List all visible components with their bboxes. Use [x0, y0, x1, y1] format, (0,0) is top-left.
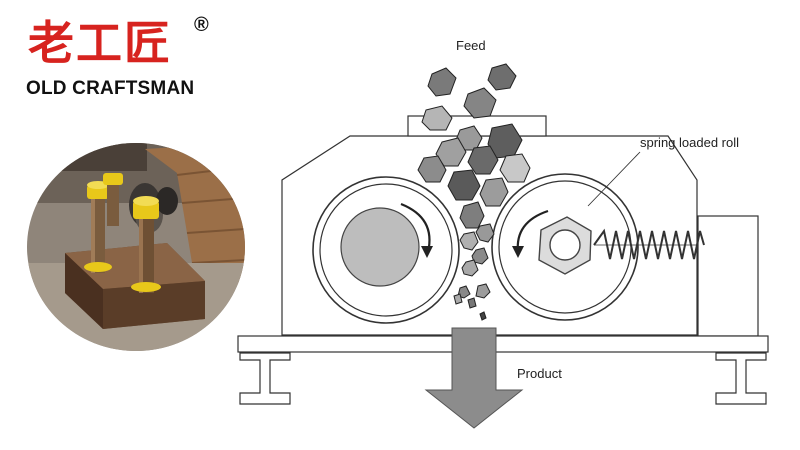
anchor-bolt-photo	[27, 143, 245, 351]
base-beam	[237, 335, 769, 353]
registered-mark: ®	[194, 14, 209, 36]
brand-name-en: OLD CRAFTSMAN	[26, 78, 195, 99]
spring	[593, 228, 705, 260]
spring-housing	[697, 215, 759, 337]
spring-loaded-roll	[491, 173, 639, 321]
product-arrow	[424, 327, 524, 429]
feed-rocks	[417, 63, 531, 321]
fixed-roll	[312, 176, 460, 324]
spring-loaded-roll-label: spring loaded roll	[640, 135, 739, 150]
left-support	[239, 352, 291, 405]
rotation-arrow-left	[400, 202, 431, 253]
brand-logo: 老工匠 ® OLD CRAFTSMAN	[22, 8, 252, 108]
feed-label: Feed	[456, 38, 486, 53]
spring-label-leader	[587, 151, 641, 207]
roll-crusher-diagram: Feed spring loaded roll Product	[237, 38, 769, 429]
product-label: Product	[517, 366, 562, 381]
anchor-bolt-illustration	[27, 143, 245, 351]
brand-name-cn: 老工匠	[28, 16, 172, 70]
right-support	[715, 352, 767, 405]
